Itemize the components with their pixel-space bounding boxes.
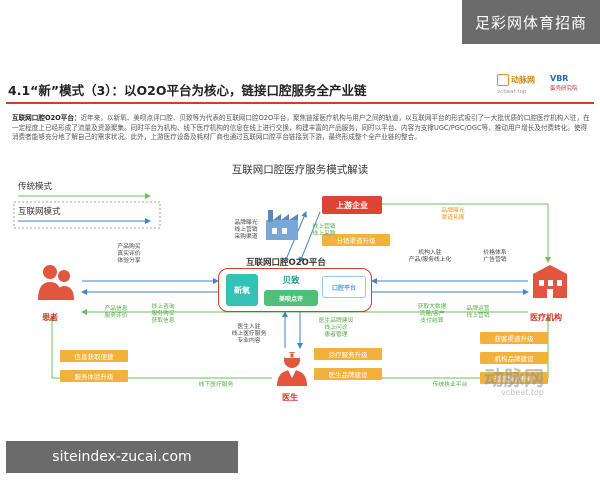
note-doctor-bottom-left: 线下医疗服务 (198, 382, 234, 388)
inst-benefit-box-2: 机构品牌建设 (480, 352, 548, 364)
node-doctor: 医生 (282, 393, 298, 402)
vcbeat-logo-name: 动脉网 (511, 75, 535, 85)
upstream-to-platform (299, 211, 321, 263)
platform-logo-other: 口腔平台 (322, 276, 366, 298)
note-doctor-left: 医生入驻 线上医疗服务 专业内容 (231, 324, 267, 345)
note-patient-bottom-left: 产品信息 服务评价 (104, 306, 128, 320)
hospital-icon (533, 265, 567, 298)
note-doctor-right: 医生品牌建设 线上问诊 患者管理 (318, 318, 354, 339)
doctor-benefit-box-1: 诊疗服务升级 (314, 348, 382, 360)
doctor-icon (277, 352, 307, 386)
note-upstream-right: 品牌曝光 渠道拓展 (441, 208, 465, 222)
legend-internet-box (13, 201, 161, 229)
intro-text: 近年来，以新氧、美呗点评口腔、贝致等为代表的互联网口腔O2O平台，聚焦链接医疗机… (12, 114, 590, 142)
note-patient-top: 产品购买 真实评价 体验分享 (117, 244, 141, 265)
factory-icon (266, 210, 298, 240)
platform-logo-xinyang: 新氧 (226, 274, 258, 306)
diagram-title: 互联网口腔医疗服务模式解读 (231, 164, 369, 176)
vbr-logo-sub: 蛋壳研究院 (550, 86, 578, 92)
node-patient: 患者 (42, 313, 58, 322)
slide-title: 4.1“新”模式（3）：以O2O平台为核心，链接口腔服务全产业链 (8, 83, 367, 98)
platform-logo-meibei: 美呗点评 (264, 290, 318, 306)
note-platform-top-right: 线上营销 线上采购 (312, 224, 336, 238)
bottom-watermark-banner: siteindex-zucai.com (6, 441, 238, 473)
inst-benefit-box-1: 获客渠道升级 (480, 332, 548, 344)
note-doctor-bottom-right: 传统执业平台 (432, 382, 468, 388)
intro-paragraph: 互联网口腔O2O平台：近年来，以新氧、美呗点评口腔、贝致等为代表的互联网口腔O2… (12, 114, 592, 143)
note-platform-top-left: 品牌曝光 线上营销 采购渠道 (234, 220, 258, 241)
vcbeat-logo: 动脉网 vcbeat.top (497, 74, 535, 97)
vbr-logo-name: VBR (550, 74, 569, 83)
upstream-to-inst-traditional (382, 203, 551, 263)
patient-benefit-box-1: 信息获取便捷 (60, 350, 128, 362)
node-upstream: 上游企业 (322, 196, 382, 214)
title-divider (6, 102, 594, 104)
doctor-benefit-box-2: 医生品牌建设 (314, 368, 382, 380)
note-patient-bottom-right: 线上咨询 服务购买 获取信息 (151, 304, 175, 325)
node-institution: 医疗机构 (530, 313, 562, 322)
center-platform-label: 互联网口腔O2O平台 (246, 258, 326, 268)
note-inst-right: 价格体系 广告营销 (483, 250, 507, 264)
legend-traditional-label: 传统模式 (18, 182, 53, 192)
note-inst-bottom-right: 品牌运营 线上营销 (466, 306, 490, 320)
slide: 4.1“新”模式（3）：以O2O平台为核心，链接口腔服务全产业链 动脉网 vcb… (0, 66, 600, 438)
patient-benefit-box-2: 服务体验升级 (60, 370, 128, 382)
vcbeat-watermark-name: 动脉网 (484, 366, 544, 390)
vcbeat-watermark-sub: vcbeat.top (501, 388, 544, 397)
doctor-to-inst-traditional (316, 315, 551, 379)
vcbeat-watermark: 动脉网 vcbeat.top (484, 362, 544, 397)
inst-benefit-box-3: 运营模式升级 (480, 372, 548, 384)
note-inst-bottom-left: 获取大数据 流量/客户 支付结算 (417, 304, 447, 325)
doctor-to-patient-traditional (49, 315, 272, 379)
platform-logo-beizhi: 贝致 (282, 276, 300, 286)
note-inst-left: 机构入驻 产品/服务线上化 (408, 250, 452, 264)
intro-lead: 互联网口腔O2O平台： (12, 114, 81, 122)
vcbeat-logo-sub: vcbeat.top (497, 89, 527, 95)
legend-internet-label: 互联网模式 (18, 207, 61, 217)
top-watermark-banner: 足彩网体育招商 (462, 0, 600, 44)
vbr-logo: VBR 蛋壳研究院 (550, 74, 578, 94)
diagram-connectors (13, 193, 551, 379)
upstream-benefit-box: 分销渠道升级 (322, 234, 390, 246)
patient-icon (38, 265, 74, 300)
